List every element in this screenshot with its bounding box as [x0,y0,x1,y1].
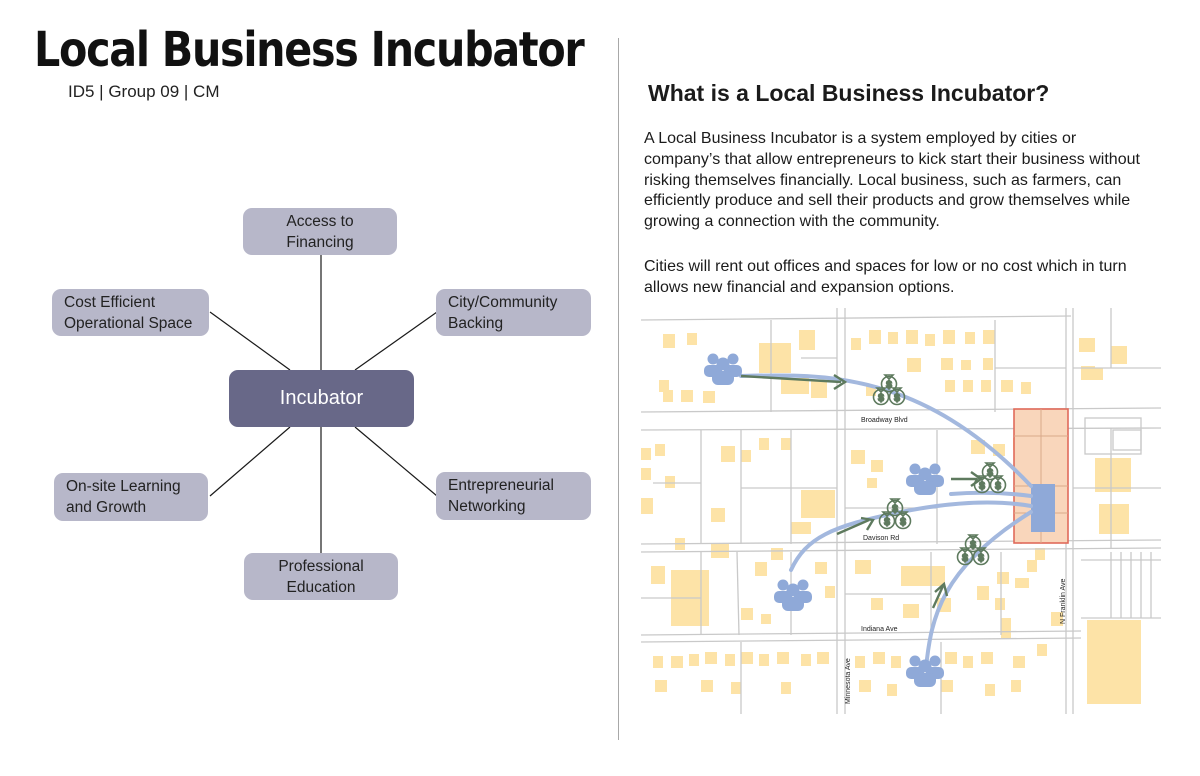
info-paragraph-1: A Local Business Incubator is a system e… [644,130,1140,231]
street-label-broadway: Broadway Blvd [861,417,908,424]
incubator-building-icon [1031,484,1055,532]
column-divider [618,38,619,740]
street-label-franklin: N Franklin Ave [1060,579,1067,624]
incubator-map: $ [641,308,1161,714]
info-paragraph-2: Cities will rent out offices and spaces … [644,258,1127,296]
buildings [641,330,1141,704]
node-entrepreneurial-networking: Entrepreneurial Networking [436,472,591,520]
info-heading: What is a Local Business Incubator? [648,80,1050,106]
node-city-community-backing: City/Community Backing [436,289,591,336]
incubator-zone [1013,408,1069,544]
node-access-to-financing: Access to Financing [243,208,397,255]
street-label-minnesota: Minnesota Ave [845,658,852,704]
page-title: Local Business Incubator [34,22,585,78]
node-cost-efficient-space: Cost Efficient Operational Space [52,289,209,336]
diagram-connectors [209,255,438,553]
node-on-site-learning: On-site Learning and Growth [54,473,208,521]
page-subtitle: ID5 | Group 09 | CM [68,82,220,101]
hub-incubator: Incubator [229,370,414,427]
street-label-indiana: Indiana Ave [861,626,898,633]
node-professional-education: Professional Education [244,553,398,600]
street-label-davison: Davison Rd [863,535,899,542]
